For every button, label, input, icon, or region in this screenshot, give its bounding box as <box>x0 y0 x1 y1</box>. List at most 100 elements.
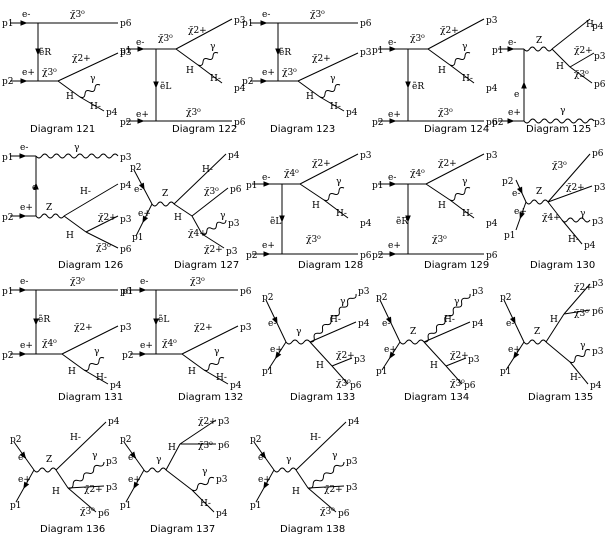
arrow-head-icon <box>507 46 515 52</box>
diagram-caption: Diagram 121 <box>30 124 95 135</box>
particle-label: p2 <box>2 351 14 361</box>
particle-label: H <box>188 367 196 377</box>
particle-label: p3 <box>216 475 228 485</box>
propagator-line <box>551 48 571 68</box>
particle-label: p3 <box>120 323 132 333</box>
particle-label: p6 <box>98 509 110 519</box>
particle-label: p3 <box>120 215 132 225</box>
particle-label: e+ <box>18 475 31 485</box>
arrow-head-icon <box>19 451 27 459</box>
particle-label: γ <box>332 451 337 461</box>
particle-label: H <box>438 201 446 211</box>
particle-label: e- <box>128 453 136 463</box>
particle-label: e- <box>388 173 396 183</box>
particle-label: e- <box>20 143 28 153</box>
particle-label: χ̃2+ <box>72 53 91 64</box>
particle-label: χ̃2+ <box>198 416 217 427</box>
particle-label: p3 <box>106 483 118 493</box>
particle-label: p4 <box>120 181 132 191</box>
arrow-head-icon <box>139 351 147 357</box>
propagator-line <box>79 96 105 112</box>
particle-label: χ̃3⁰ <box>158 33 173 44</box>
z-boson-line <box>523 46 553 52</box>
particle-label: H- <box>80 187 91 197</box>
propagator-line <box>569 52 595 68</box>
particle-label: p4 <box>358 319 370 329</box>
diagram-caption: Diagram 132 <box>178 392 243 403</box>
particle-label: H <box>438 66 446 76</box>
particle-label: e+ <box>262 241 275 251</box>
particle-label: H- <box>70 433 81 443</box>
propagator-line <box>61 353 85 371</box>
z-boson-line <box>525 199 549 205</box>
particle-label: H <box>168 443 176 453</box>
particle-label: p6 <box>240 287 252 297</box>
propagator-line <box>67 485 105 489</box>
propagator-line <box>425 153 485 185</box>
particle-label: Z <box>46 455 52 465</box>
arrow-head-icon <box>389 46 397 52</box>
arrow-head-icon <box>385 316 392 325</box>
particle-label: γ <box>462 42 467 52</box>
particle-label: p1 <box>122 287 134 297</box>
particle-label: χ̃2+ <box>324 484 343 495</box>
particle-label: χ̃3⁰ <box>198 440 213 451</box>
arrow-head-icon <box>19 153 27 159</box>
arrow-head-icon <box>517 186 523 195</box>
photon-line <box>79 83 101 99</box>
particle-label: e+ <box>508 108 521 118</box>
particle-label: p1 <box>500 367 512 377</box>
arrow-head-icon <box>129 451 137 459</box>
particle-label: p6 <box>360 19 372 29</box>
particle-label: p4 <box>472 319 484 329</box>
particle-label: e- <box>136 38 144 48</box>
propagator-line <box>299 183 325 201</box>
particle-label: H <box>66 92 74 102</box>
particle-label: p6 <box>120 287 132 297</box>
particle-label: p1 <box>246 181 258 191</box>
arrow-head-icon <box>263 181 271 187</box>
z-boson-line <box>399 339 425 345</box>
particle-label: H- <box>462 209 473 219</box>
particle-label: γ <box>92 451 97 461</box>
particle-label: p2 <box>122 351 134 361</box>
propagator-line <box>191 187 229 217</box>
particle-label: H <box>556 62 564 72</box>
particle-label: p1 <box>120 46 132 56</box>
photon-line <box>285 339 311 345</box>
particle-label: γ <box>214 347 219 357</box>
propagator-line <box>423 321 471 343</box>
particle-label: p4 <box>360 219 372 229</box>
particle-label: H- <box>568 235 579 245</box>
particle-label: χ̃3⁰ <box>336 378 351 389</box>
diagram-130: p2e-p1e+Zp6χ̃3⁰p3χ̃2+χ̃4+γp3H-p4Diagram … <box>502 149 605 271</box>
propagator-line <box>85 215 119 233</box>
photon-line <box>201 219 227 236</box>
propagator-line <box>181 353 205 371</box>
particle-label: e- <box>382 319 390 329</box>
particle-label: H <box>292 487 300 497</box>
propagator-line <box>423 341 447 367</box>
particle-label: γ <box>202 467 207 477</box>
particle-label: γ <box>156 455 161 465</box>
diagram-caption: Diagram 129 <box>424 260 489 271</box>
particle-label: p3 <box>592 347 604 357</box>
particle-label: p1 <box>132 233 144 243</box>
particle-label: p6 <box>464 381 476 391</box>
propagator-line <box>319 96 345 112</box>
particle-label: e+ <box>388 110 401 120</box>
particle-label: e- <box>262 173 270 183</box>
particle-label: p2 <box>242 77 254 87</box>
particle-label: e+ <box>136 110 149 120</box>
propagator-line <box>569 66 593 84</box>
particle-label: ẽL <box>158 314 169 325</box>
diagram-132: p1e-χ̃3⁰p6ẽLp2e+χ̃4⁰p3χ̃2+Hγp4H-Diagram … <box>122 276 252 403</box>
particle-label: χ̃2+ <box>450 350 469 361</box>
particle-label: χ̃4⁰ <box>162 338 177 349</box>
particle-label: p6 <box>230 185 242 195</box>
particle-label: p1 <box>504 231 516 241</box>
propagator-line <box>173 203 193 217</box>
propagator-line <box>175 18 233 50</box>
